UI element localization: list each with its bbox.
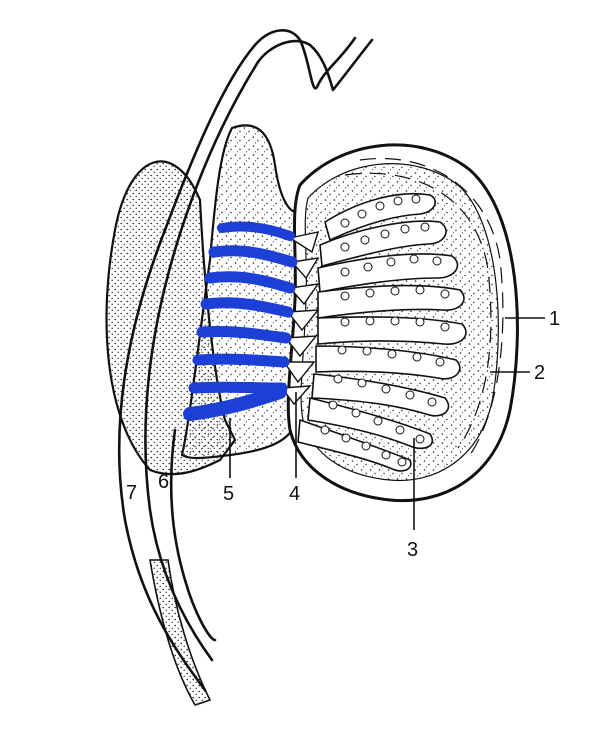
spermatic-cord-lower [149,559,212,706]
efferent-ductules [183,221,298,421]
tunica-layer-dashed-inner [344,172,492,449]
vas-deferens-inner [144,38,374,662]
label-2: 2 [534,362,545,384]
label-1: 1 [549,308,560,330]
rete-testis [280,231,320,406]
tunica-layer-dashed [359,158,504,456]
tubule-cells [320,194,450,467]
label-7: 7 [126,482,137,504]
label-5: 5 [223,483,234,505]
cord-edge-right [169,428,217,642]
label-6: 6 [158,471,169,493]
label-4: 4 [289,483,300,505]
vas-deferens-outer [117,29,357,692]
label-3: 3 [407,539,418,561]
